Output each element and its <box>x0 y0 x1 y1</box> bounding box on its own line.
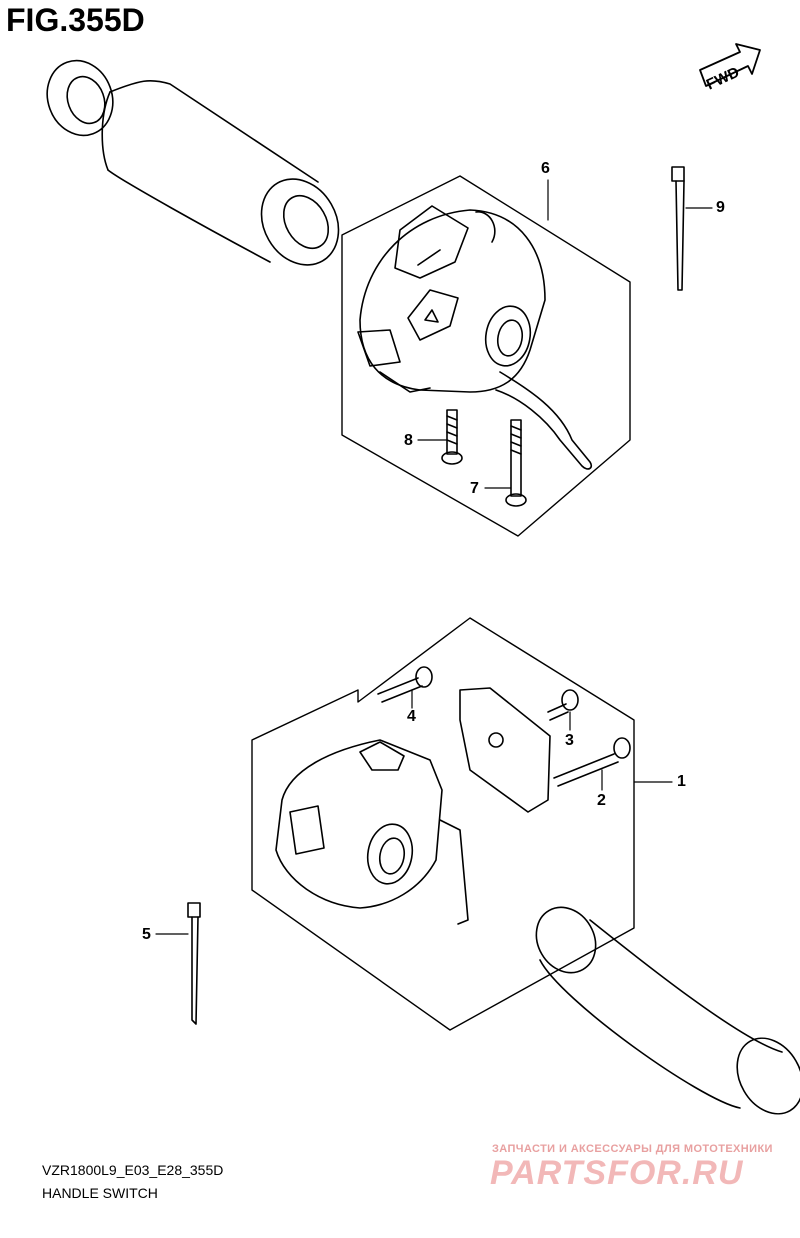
screw-4-illustration <box>377 666 433 703</box>
cable-tie-5-illustration <box>187 902 201 1025</box>
switch-assembly-left <box>341 175 631 537</box>
callout-2: 2 <box>597 792 606 809</box>
callout-9: 9 <box>716 199 725 216</box>
figure-title: FIG.355D <box>6 2 145 38</box>
callout-6: 6 <box>541 160 550 177</box>
callout-5: 5 <box>142 926 151 943</box>
model-code: VZR1800L9_E03_E28_355D <box>42 1162 224 1178</box>
watermark-brand: PARTSFOR.RU <box>490 1154 744 1192</box>
callout-7: 7 <box>470 480 479 497</box>
callout-4: 4 <box>407 708 416 725</box>
screw-7-illustration <box>505 419 527 507</box>
cable-tie-9-illustration <box>671 166 685 291</box>
leader-lines <box>155 179 713 935</box>
screw-3-illustration <box>547 689 579 721</box>
watermark-tagline: ЗАПЧАСТИ И АКСЕССУАРЫ ДЛЯ МОТОТЕХНИКИ <box>492 1143 773 1155</box>
callout-8: 8 <box>404 432 413 449</box>
callout-3: 3 <box>565 732 574 749</box>
callout-1: 1 <box>677 773 686 790</box>
switch-assembly-right <box>251 617 635 1031</box>
left-grip-illustration <box>46 59 340 266</box>
fwd-direction-arrow-icon: FWD <box>699 43 761 94</box>
section-name: HANDLE SWITCH <box>42 1185 158 1201</box>
screw-8-illustration <box>441 409 463 465</box>
right-grip-illustration <box>535 906 800 1115</box>
screw-2-illustration <box>553 737 631 787</box>
